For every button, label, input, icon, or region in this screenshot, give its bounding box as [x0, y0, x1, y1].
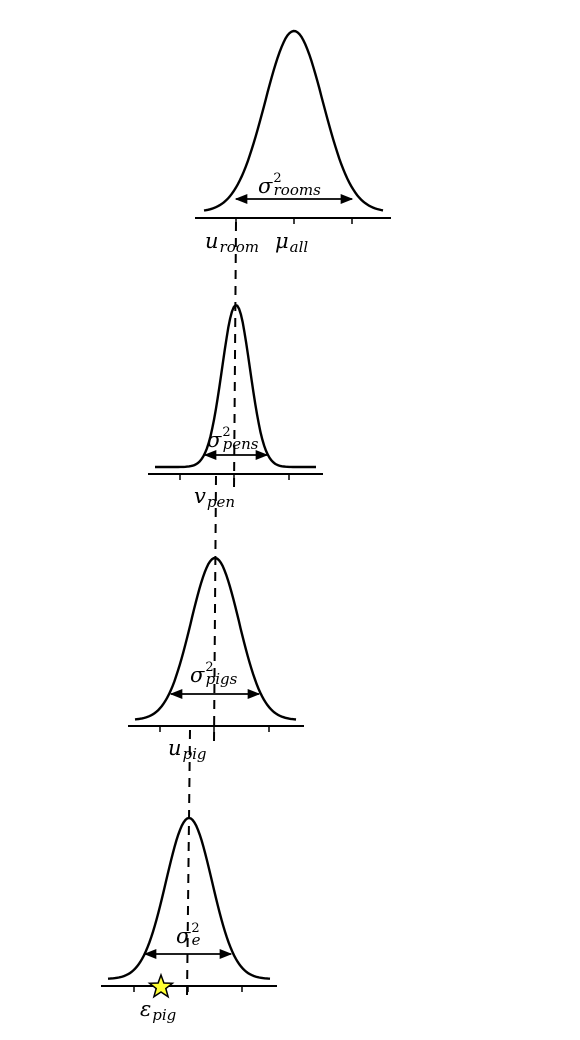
residual-distribution-curve [107, 816, 271, 980]
pens-distribution-curve [155, 303, 316, 469]
pigs-distribution-curve [134, 556, 297, 721]
connector-dashed-line [186, 729, 191, 997]
pig-effect-label: upig [168, 736, 207, 763]
rooms-distribution-curve [203, 29, 384, 212]
star-icon [147, 972, 175, 999]
pen-effect-label: vpen [194, 484, 235, 511]
connector-dashed-line [233, 221, 237, 491]
residual-label: εpig [140, 997, 176, 1024]
connector-dashed-line [213, 475, 217, 743]
room-effect-label: uroom [205, 229, 259, 256]
overall-mean-label: μall [275, 229, 308, 256]
